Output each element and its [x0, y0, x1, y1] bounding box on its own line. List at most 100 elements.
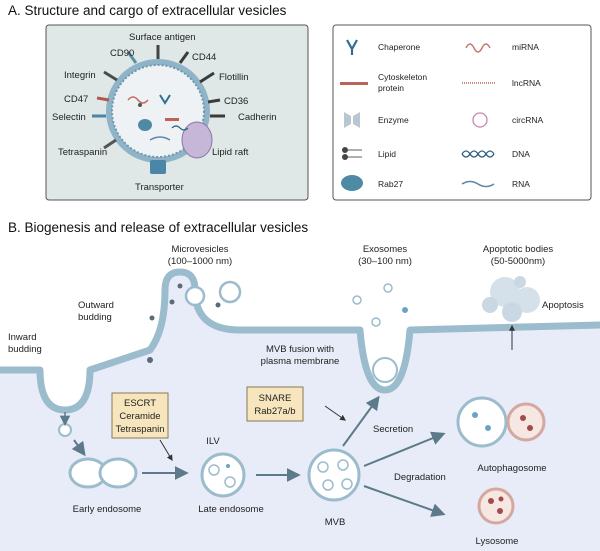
to-early-endosome-arrow — [71, 439, 86, 457]
secretion-label: Secretion — [373, 424, 413, 435]
escrt-pointer — [159, 439, 173, 462]
inward-budding-vesicle — [58, 423, 72, 437]
cargo-rna-icon — [149, 136, 171, 141]
legend-chaperone: Chaperone — [378, 42, 420, 52]
apoptotic-bodies-label: Apoptotic bodies — [483, 244, 553, 255]
early-endosome-shape — [68, 457, 138, 489]
escrt-label: ESCRT — [124, 398, 156, 409]
cargo-mirna-icon — [127, 96, 149, 104]
outward-budding-label: Outward — [78, 300, 114, 311]
transporter-marker — [150, 160, 166, 174]
label-integrin: Integrin — [64, 70, 96, 81]
legend-dna: DNA — [512, 149, 530, 159]
to-autophagosome-arrow — [363, 431, 446, 467]
cargo-chaperone-icon — [159, 94, 171, 105]
dna-icon — [461, 150, 495, 158]
cargo-rab27-icon — [138, 119, 152, 131]
label-lipid-raft: Lipid raft — [212, 147, 249, 158]
lipid-icon — [342, 147, 362, 160]
mvb-label: MVB — [325, 517, 346, 528]
vesicle-lumen — [111, 64, 205, 158]
cd36-marker — [207, 98, 221, 104]
circrna-icon — [472, 112, 488, 128]
autophagosome-label: Autophagosome — [477, 463, 546, 474]
degradation-label: Degradation — [394, 472, 446, 483]
apoptosis-label: Apoptosis — [542, 300, 584, 311]
mvb-shape — [307, 448, 361, 502]
microvesicles-size-label: (100–1000 nm) — [168, 256, 232, 267]
exosomes-group — [352, 283, 408, 327]
inward-budding-label-line2: budding — [8, 344, 42, 355]
ceramide-label: Ceramide — [119, 411, 160, 422]
apoptotic-bodies-size-label: (50-5000nm) — [491, 256, 545, 267]
exosomes-size-label: (30–100 nm) — [358, 256, 412, 267]
lysosome-label: Lysosome — [476, 536, 519, 547]
late-endosome-label: Late endosome — [198, 504, 264, 515]
mvb-fusion-label-line2: plasma membrane — [261, 356, 340, 367]
escrt-box — [111, 392, 169, 439]
legend-enzyme: Enzyme — [378, 115, 409, 125]
legend-rab27: Rab27 — [378, 179, 403, 189]
cd90-marker — [126, 51, 138, 64]
early-endosome-label: Early endosome — [73, 504, 142, 515]
rab27-icon — [341, 175, 363, 191]
to-lysosome-arrow — [363, 485, 446, 517]
tetraspanin-label-b: Tetraspanin — [115, 424, 164, 435]
cargo-legend: Chaperone miRNA Cytoskeleton protein lnc… — [340, 39, 543, 191]
legend-rna: RNA — [512, 179, 530, 189]
label-flotillin: Flotillin — [219, 72, 249, 83]
enzyme-icon — [344, 112, 360, 128]
snare-pointer — [324, 405, 346, 421]
legend-lncrna: lncRNA — [512, 78, 541, 88]
legend-circrna: circRNA — [512, 115, 543, 125]
label-cd90: CD90 — [110, 48, 134, 59]
legend-cytoskeleton-line1: Cytoskeleton — [378, 72, 427, 82]
legend-cytoskeleton-line2: protein — [378, 83, 404, 93]
label-cd44: CD44 — [192, 52, 216, 63]
integrin-marker — [103, 70, 118, 82]
budding-cargo — [149, 315, 155, 321]
legend-lipid: Lipid — [378, 149, 396, 159]
fusing-mvb — [372, 357, 398, 383]
budding-cargo — [169, 299, 175, 305]
microvesicles-group — [177, 280, 242, 308]
cd47-marker — [96, 96, 110, 102]
label-surface-antigen: Surface antigen — [129, 32, 196, 43]
cytoskeleton-icon — [340, 82, 368, 85]
legend-mirna: miRNA — [512, 42, 539, 52]
label-cd47: CD47 — [64, 94, 88, 105]
rna-icon — [461, 180, 495, 188]
section-a-title: A. Structure and cargo of extracellular … — [8, 3, 287, 18]
mirna-icon — [465, 43, 491, 53]
exosomes-label: Exosomes — [363, 244, 408, 255]
mvb-fusion-label: MVB fusion with — [266, 344, 334, 355]
extracellular-vesicle-diagram — [92, 45, 225, 174]
lipid-raft-shape — [181, 121, 213, 159]
secretion-arrow — [342, 395, 380, 447]
label-tetraspanin: Tetraspanin — [58, 147, 107, 158]
cytoplasm-cargo — [147, 357, 153, 363]
ilv-label: ILV — [206, 436, 220, 447]
flotillin-marker — [199, 71, 215, 84]
cargo-cytoskeleton-icon — [165, 118, 179, 121]
label-cadherin: Cadherin — [238, 112, 277, 123]
label-cd36: CD36 — [224, 96, 248, 107]
section-b-title: B. Biogenesis and release of extracellul… — [8, 220, 308, 235]
chaperone-icon — [346, 39, 358, 55]
rab27ab-label: Rab27a/b — [254, 406, 295, 417]
microvesicles-label: Microvesicles — [171, 244, 228, 255]
outward-budding-label-line2: budding — [78, 312, 112, 323]
autophagosome-shape — [456, 396, 546, 448]
plasma-membrane — [0, 268, 600, 414]
tetraspanin-marker — [103, 138, 117, 150]
late-endosome-shape — [200, 452, 246, 498]
snare-label: SNARE — [259, 393, 292, 404]
label-transporter: Transporter — [135, 182, 184, 193]
inward-budding-label: Inward — [8, 332, 37, 343]
apoptotic-bodies-shape — [482, 276, 540, 322]
snare-box — [246, 386, 304, 422]
cargo-dna-icon — [171, 125, 189, 131]
cargo-legend-panel — [332, 24, 592, 201]
